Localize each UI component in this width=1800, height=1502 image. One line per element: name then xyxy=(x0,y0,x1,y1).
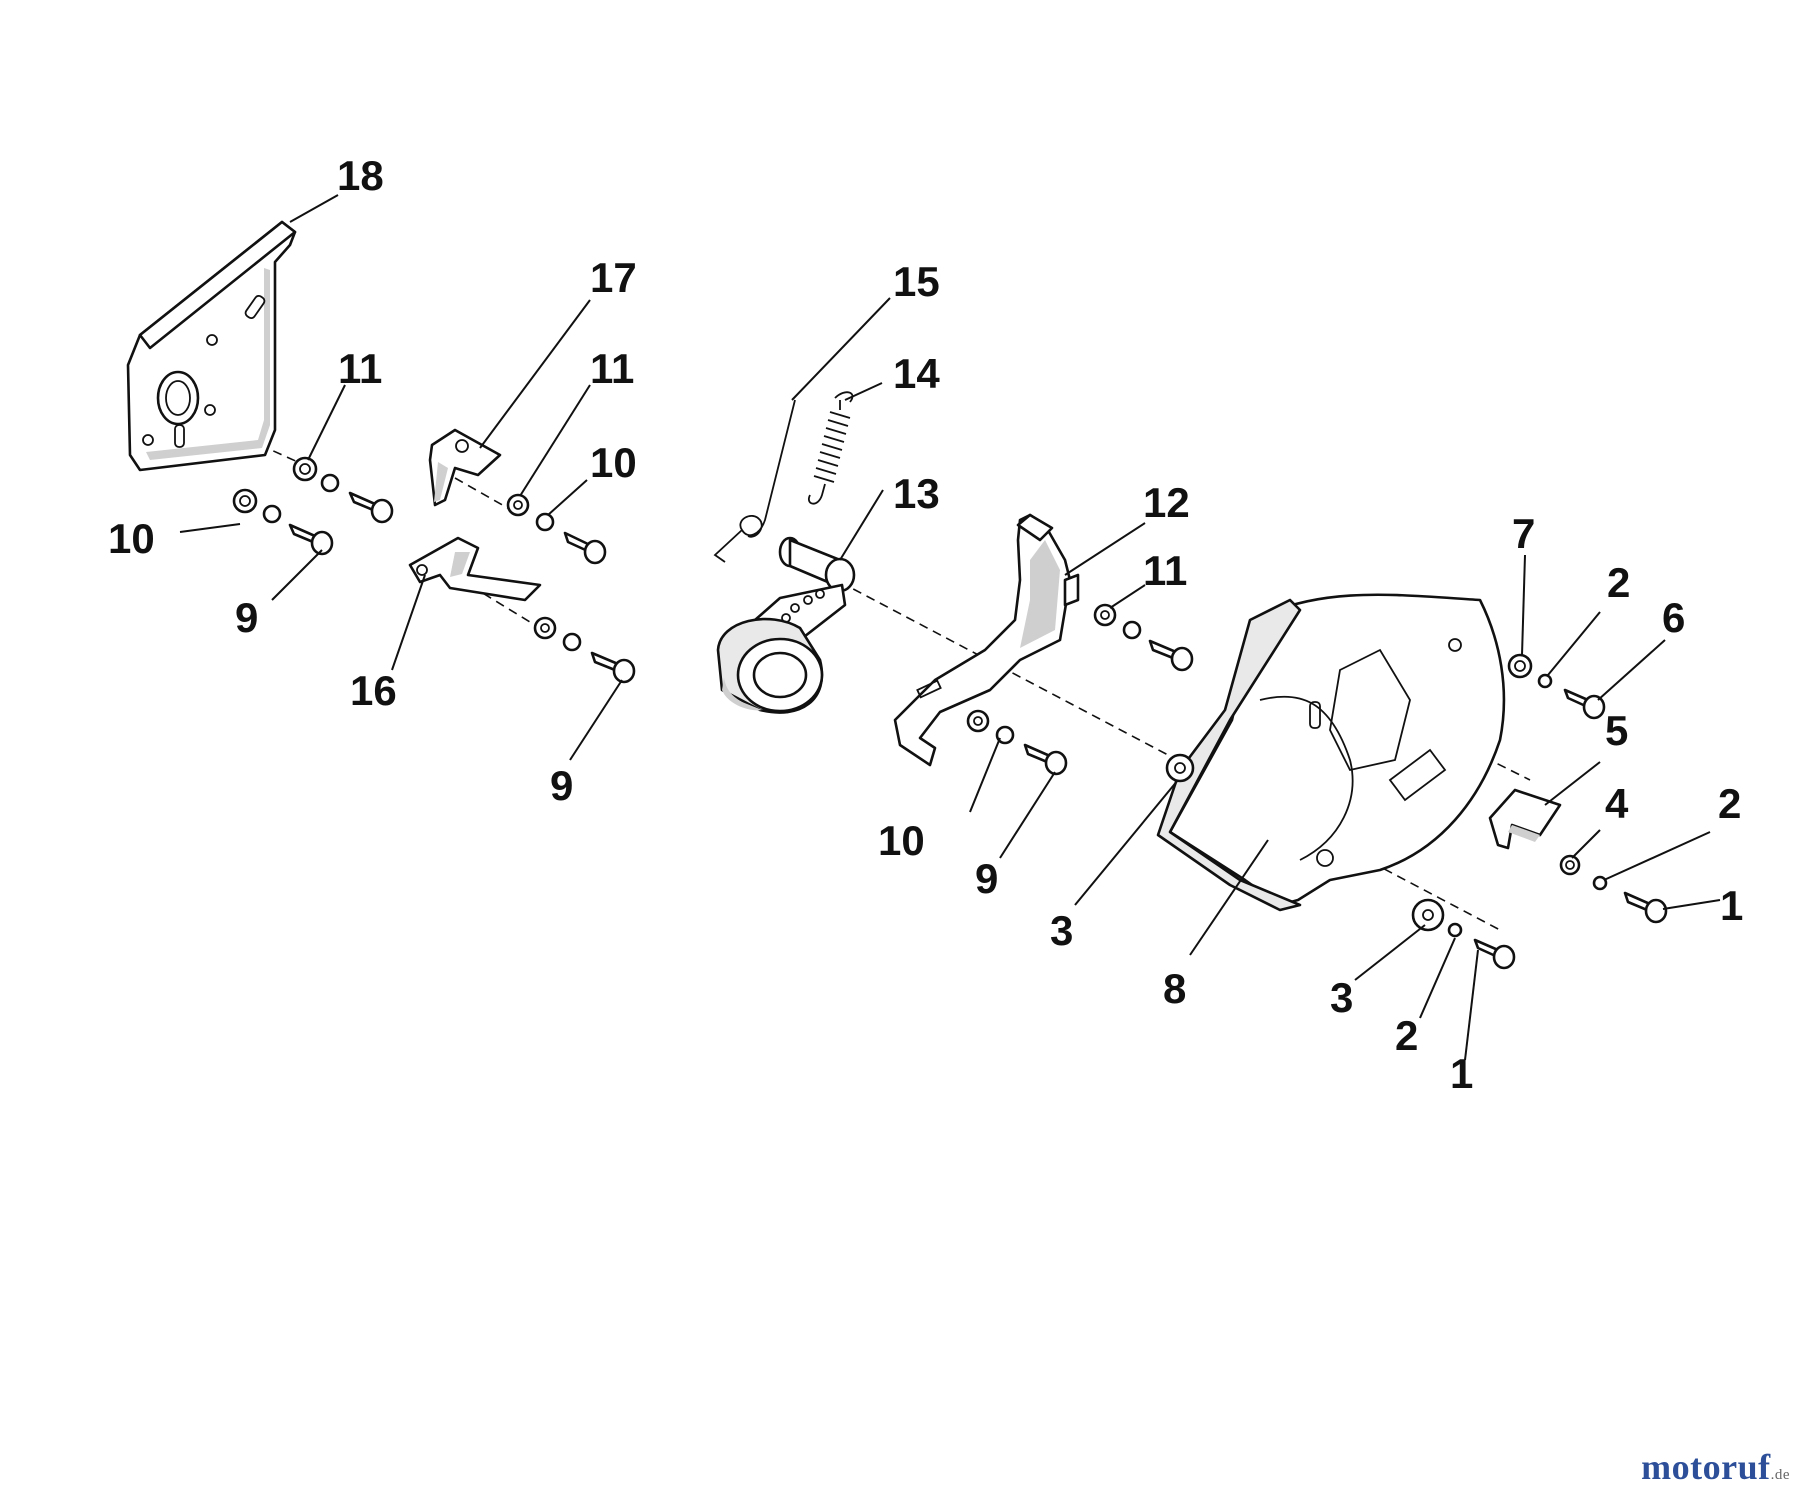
part-12-curved-bracket xyxy=(893,513,1080,767)
callout-17: 17 xyxy=(590,254,637,301)
watermark-logo: motoruf.de xyxy=(1641,1446,1790,1488)
callout-6: 6 xyxy=(1662,594,1685,641)
callout-7: 7 xyxy=(1512,510,1535,557)
callout-11-a: 11 xyxy=(338,345,382,392)
callout-2-b: 2 xyxy=(1718,780,1741,827)
callout-13: 13 xyxy=(893,470,940,517)
callout-2-a: 2 xyxy=(1607,559,1630,606)
callout-2-c: 2 xyxy=(1395,1012,1418,1059)
callout-14: 14 xyxy=(893,350,940,397)
watermark-suffix: .de xyxy=(1770,1467,1790,1483)
part-14-tension-spring xyxy=(808,391,854,505)
callout-1-b: 1 xyxy=(1450,1050,1473,1097)
callout-9-c: 9 xyxy=(975,855,998,902)
part-16-bracket-arm xyxy=(408,536,542,602)
part-18-bracket-plate xyxy=(126,220,297,472)
callout-10-b: 10 xyxy=(108,515,155,562)
part-13-idler-pulley xyxy=(716,536,856,714)
callout-12: 12 xyxy=(1143,479,1190,526)
callout-11-c: 11 xyxy=(1143,547,1187,594)
callout-10-a: 10 xyxy=(590,439,637,486)
part-5-clip xyxy=(1488,788,1562,850)
watermark-text: motoruf xyxy=(1641,1447,1771,1487)
part-15-spring-wire xyxy=(713,399,796,563)
callout-9-a: 9 xyxy=(235,594,258,641)
callout-10-c: 10 xyxy=(878,817,925,864)
callout-labels: 18 17 15 14 13 12 11 11 11 10 10 10 9 9 … xyxy=(108,152,1743,1097)
callout-1-a: 1 xyxy=(1720,882,1743,929)
callout-16: 16 xyxy=(350,667,397,714)
callout-3-b: 3 xyxy=(1330,974,1353,1021)
callout-15: 15 xyxy=(893,258,940,305)
callout-4: 4 xyxy=(1605,780,1629,827)
fasteners xyxy=(232,456,1668,970)
callout-8: 8 xyxy=(1163,965,1186,1012)
part-8-cover-plate xyxy=(1156,593,1506,912)
part-17-small-bracket xyxy=(428,428,502,507)
callout-9-b: 9 xyxy=(550,762,573,809)
callout-3-a: 3 xyxy=(1050,907,1073,954)
leader-lines xyxy=(179,194,1721,1061)
callout-5: 5 xyxy=(1605,707,1628,754)
callout-18: 18 xyxy=(337,152,384,199)
callout-11-b: 11 xyxy=(590,345,634,392)
